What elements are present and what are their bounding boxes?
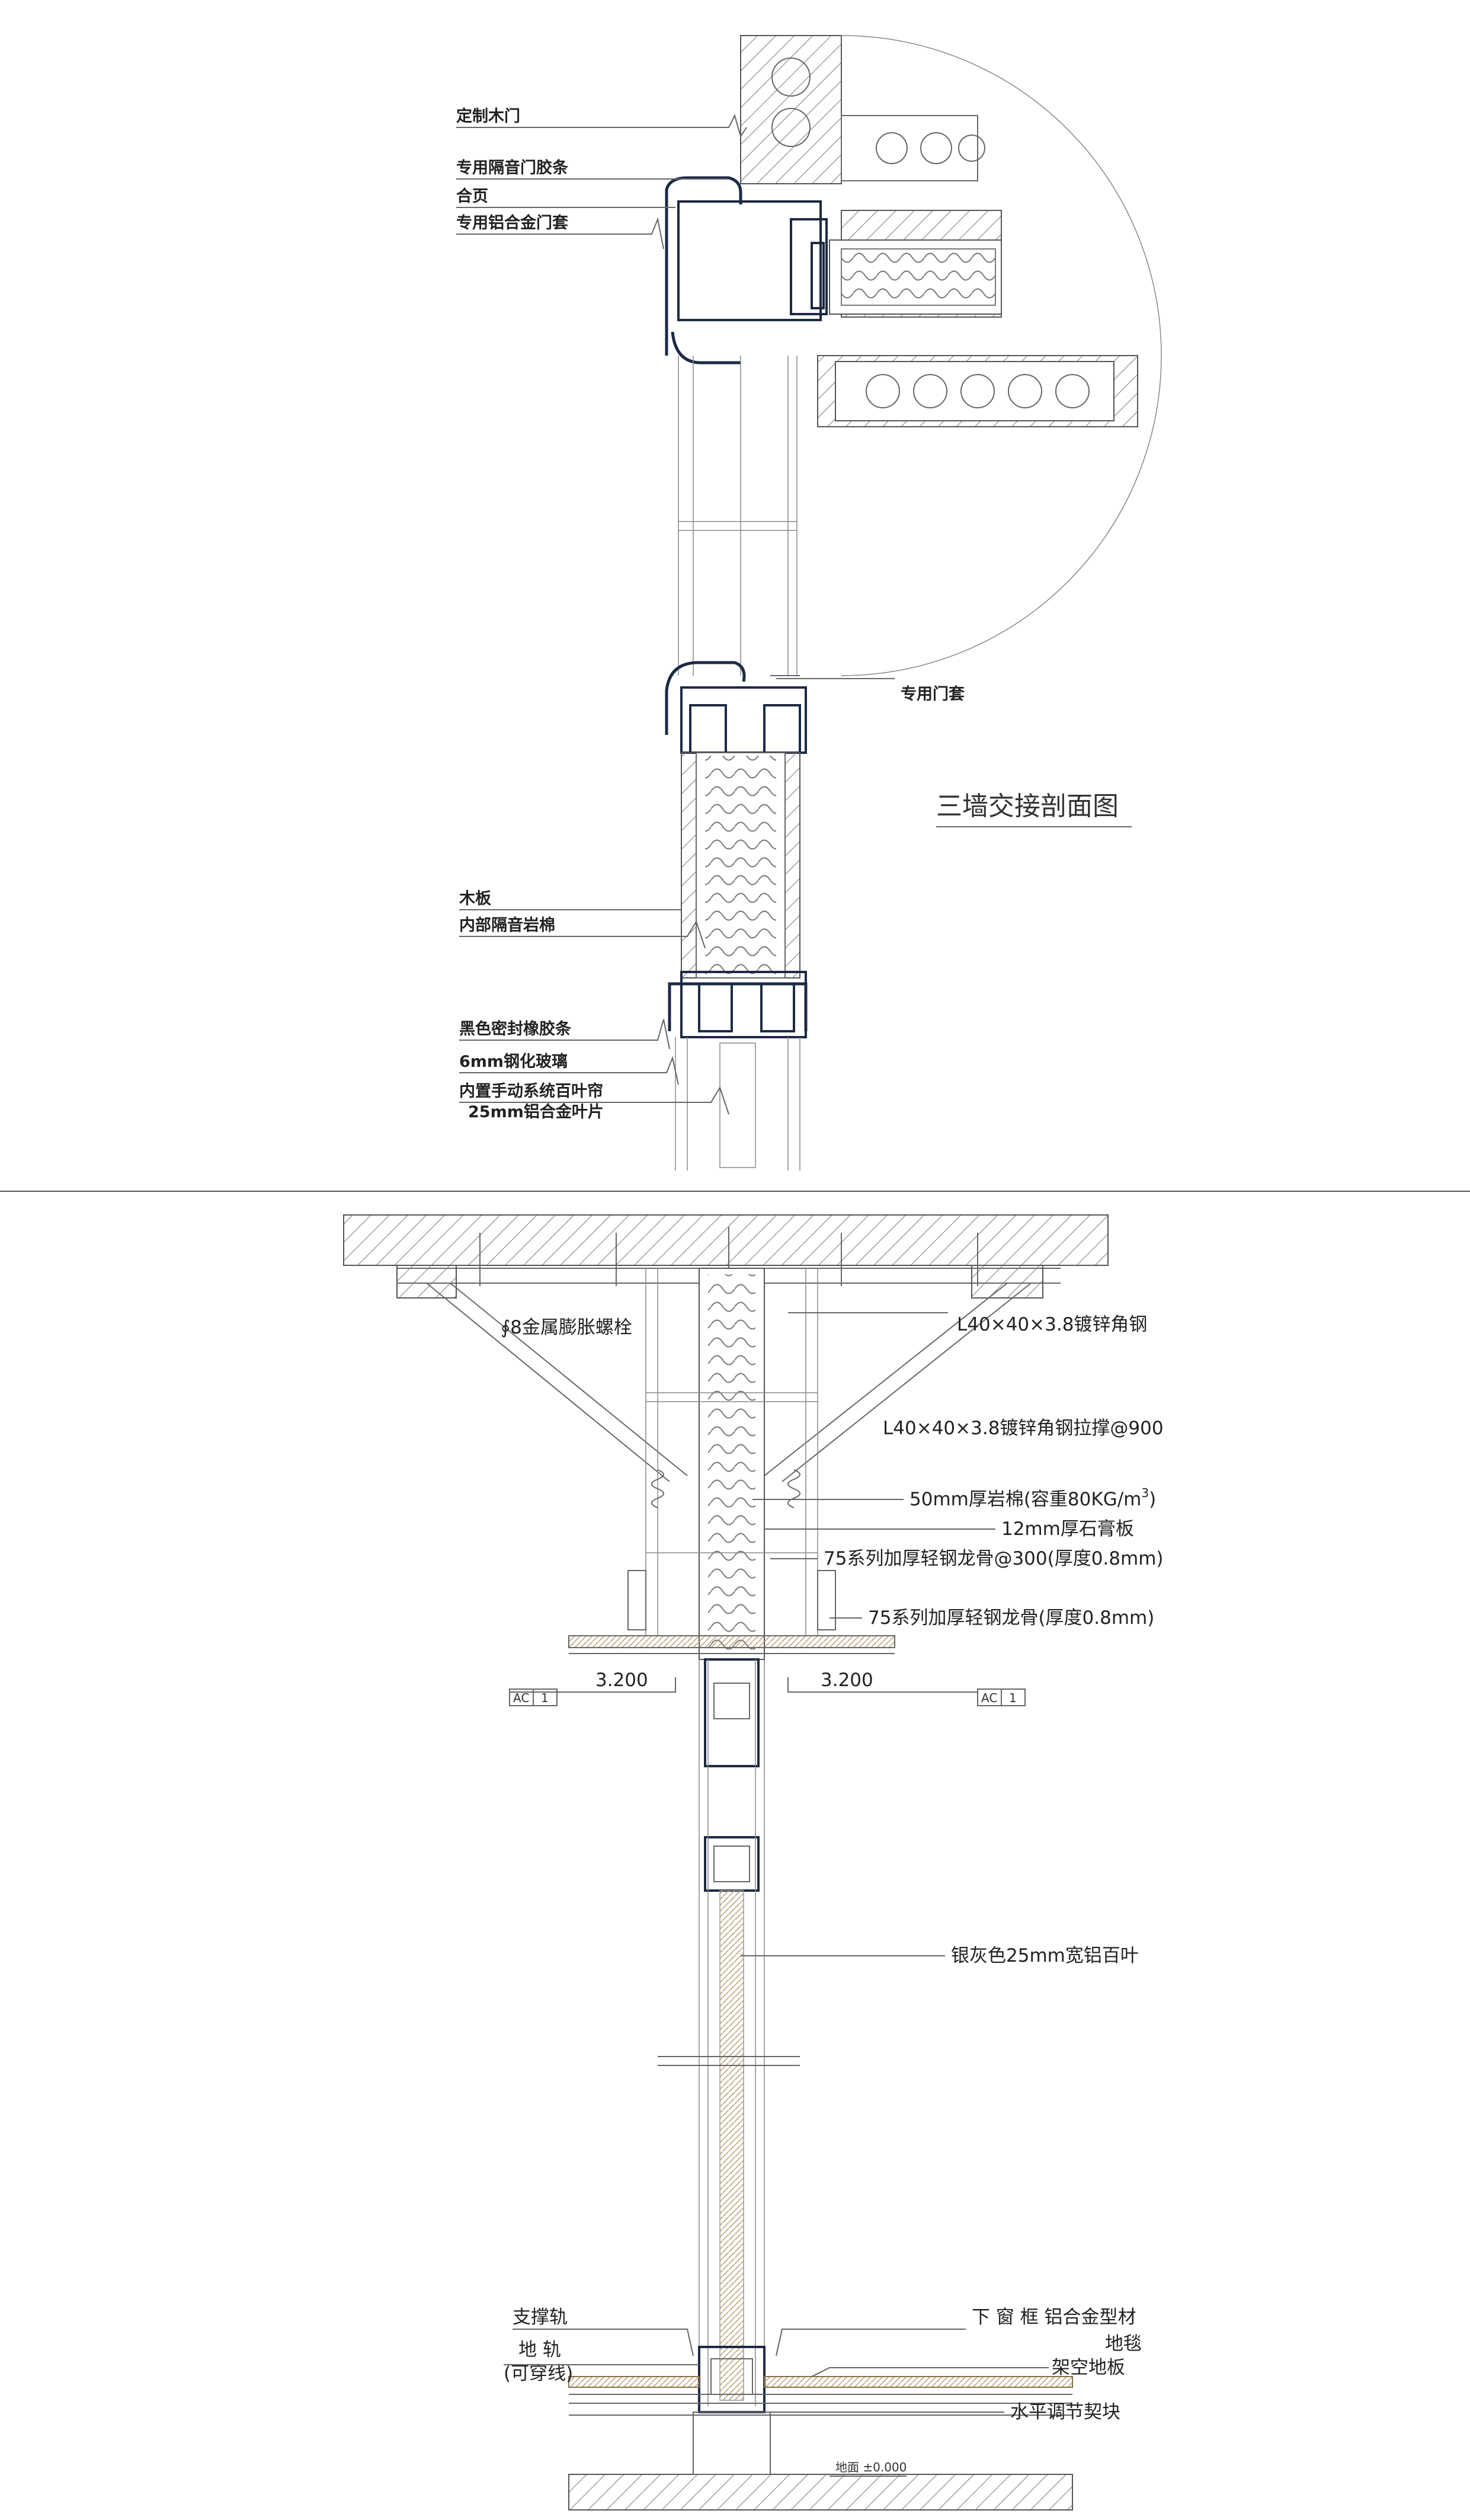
label-lower-frame: 下 窗 框 铝合金型材 <box>776 2307 1136 2356</box>
svg-text:定制木门: 定制木门 <box>456 107 520 126</box>
door-leaf-lines <box>678 356 798 676</box>
label-level-wedge: 水平调节契块 <box>770 2401 1120 2423</box>
svg-text:25mm铝合金叶片: 25mm铝合金叶片 <box>468 1102 604 1121</box>
label-bolt: ∮8金属膨胀螺栓 <box>501 1317 632 1338</box>
glass-lines <box>675 1037 800 1171</box>
svg-text:黑色密封橡胶条: 黑色密封橡胶条 <box>459 1019 572 1038</box>
svg-text:地毯: 地毯 <box>1105 2333 1142 2355</box>
door-frame-profile-top <box>665 176 828 364</box>
window-head-frame <box>704 1658 760 1892</box>
label-wood-board: 木板 <box>459 890 681 910</box>
svg-text:6mm钢化玻璃: 6mm钢化玻璃 <box>459 1053 568 1071</box>
svg-text:1: 1 <box>1009 1691 1017 1705</box>
wall-block-top <box>740 35 842 184</box>
aluminum-blinds <box>719 1890 744 2401</box>
label-glass: 6mm钢化玻璃 <box>459 1053 679 1085</box>
door-frame-profile-mid <box>665 661 807 754</box>
label-custom-door: 定制木门 <box>456 107 747 138</box>
svg-text:3.200: 3.200 <box>821 1670 873 1691</box>
label-angle-steel: L40×40×3.8镀锌角钢 <box>788 1312 1147 1335</box>
svg-text:(可穿线): (可穿线) <box>504 2363 573 2384</box>
svg-text:3.200: 3.200 <box>595 1670 648 1691</box>
label-gypsum: 12mm厚石膏板 <box>764 1518 1134 1540</box>
expansion-bolts <box>479 1227 978 1286</box>
svg-text:地 轨: 地 轨 <box>518 2339 561 2361</box>
svg-text:内置手动系统百叶帘: 内置手动系统百叶帘 <box>459 1082 603 1101</box>
door-swing-arc <box>841 35 1162 676</box>
svg-text:L40×40×3.8镀锌角钢拉撑@900: L40×40×3.8镀锌角钢拉撑@900 <box>883 1418 1164 1439</box>
window-glass <box>699 1659 765 2406</box>
label-hinge: 合页 <box>456 187 675 208</box>
svg-text:专用铝合金门套: 专用铝合金门套 <box>456 213 568 232</box>
svg-text:∮8金属膨胀螺栓: ∮8金属膨胀螺栓 <box>501 1317 632 1338</box>
label-support-rail: 支撑轨 <box>513 2307 694 2356</box>
carpet-left <box>568 2376 700 2388</box>
svg-text:银灰色25mm宽铝百叶: 银灰色25mm宽铝百叶 <box>951 1945 1139 1966</box>
brace-left <box>426 1283 670 1482</box>
label-keel: 75系列加厚轻钢龙骨(厚度0.8mm) <box>830 1607 1154 1629</box>
svg-text:12mm厚石膏板: 12mm厚石膏板 <box>1001 1518 1134 1540</box>
ceiling-slab <box>343 1214 1109 1266</box>
label-inner-rockwool: 内部隔音岩棉 <box>459 916 706 949</box>
svg-text:专用隔音门胶条: 专用隔音门胶条 <box>456 158 569 177</box>
label-floor-rail: 地 轨 (可穿线) <box>504 2339 699 2384</box>
brace-right <box>782 1283 1032 1482</box>
label-raised-floor: 架空地板 <box>811 2357 1125 2378</box>
label-keel-300: 75系列加厚轻钢龙骨@300(厚度0.8mm) <box>770 1548 1164 1569</box>
bottom-detail: ∮8金属膨胀螺栓 L40×40×3.8镀锌角钢 L40×40×3.8镀锌角钢拉撑… <box>343 1214 1164 2511</box>
label-angle-brace: L40×40×3.8镀锌角钢拉撑@900 <box>883 1418 1164 1439</box>
svg-text:AC: AC <box>981 1691 997 1705</box>
svg-text:架空地板: 架空地板 <box>1052 2357 1125 2378</box>
carpet-right <box>764 2376 1073 2388</box>
label-door-seal: 专用隔音门胶条 <box>456 158 729 180</box>
ceiling-board <box>568 1635 895 1648</box>
svg-text:地面 ±0.000: 地面 ±0.000 <box>835 2460 907 2474</box>
svg-text:三墙交接剖面图: 三墙交接剖面图 <box>936 791 1119 821</box>
svg-text:合页: 合页 <box>456 187 488 206</box>
label-carpet: 地毯 <box>1105 2333 1142 2355</box>
elevation-left: 3.200 AC 1 <box>509 1670 676 1706</box>
svg-text:水平调节契块: 水平调节契块 <box>1010 2401 1120 2423</box>
svg-text:AC: AC <box>513 1691 529 1705</box>
floor-level-mark: 地面 ±0.000 <box>830 2460 907 2477</box>
svg-text:50mm厚岩棉(容重80KG/m3): 50mm厚岩棉(容重80KG/m3) <box>909 1486 1156 1510</box>
wall-block-hollow <box>841 115 978 181</box>
svg-text:专用门套: 专用门套 <box>901 685 965 703</box>
svg-text:内部隔音岩棉: 内部隔音岩棉 <box>459 916 555 935</box>
glass-frame-profile <box>668 971 808 1038</box>
floor-slab <box>568 2474 1073 2511</box>
label-door-frame: 专用门套 <box>776 678 965 703</box>
label-black-seal: 黑色密封橡胶条 <box>459 1019 670 1050</box>
label-door-frame-alu: 专用铝合金门套 <box>456 213 664 250</box>
label-rockwool: 50mm厚岩棉(容重80KG/m3) <box>752 1486 1156 1510</box>
label-blinds: 银灰色25mm宽铝百叶 <box>741 1945 1139 1966</box>
top-detail: 定制木门 专用隔音门胶条 合页 专用铝合金门套 专用门套 三墙交接剖面图 木板 <box>456 35 1162 1171</box>
svg-text:支撑轨: 支撑轨 <box>513 2307 568 2328</box>
svg-text:75系列加厚轻钢龙骨@300(厚度0.8mm): 75系列加厚轻钢龙骨@300(厚度0.8mm) <box>824 1548 1164 1569</box>
svg-text:木板: 木板 <box>459 890 491 908</box>
label-blind: 内置手动系统百叶帘 25mm铝合金叶片 <box>459 1082 729 1121</box>
section-title: 三墙交接剖面图 <box>936 791 1132 827</box>
svg-text:L40×40×3.8镀锌角钢: L40×40×3.8镀锌角钢 <box>957 1314 1147 1335</box>
elevation-right: 3.200 AC 1 <box>787 1670 1026 1706</box>
svg-text:下 窗 框 铝合金型材: 下 窗 框 铝合金型材 <box>972 2307 1136 2328</box>
wall-holes-top <box>771 57 811 147</box>
svg-text:75系列加厚轻钢龙骨(厚度0.8mm): 75系列加厚轻钢龙骨(厚度0.8mm) <box>868 1607 1154 1629</box>
svg-text:1: 1 <box>541 1691 549 1705</box>
